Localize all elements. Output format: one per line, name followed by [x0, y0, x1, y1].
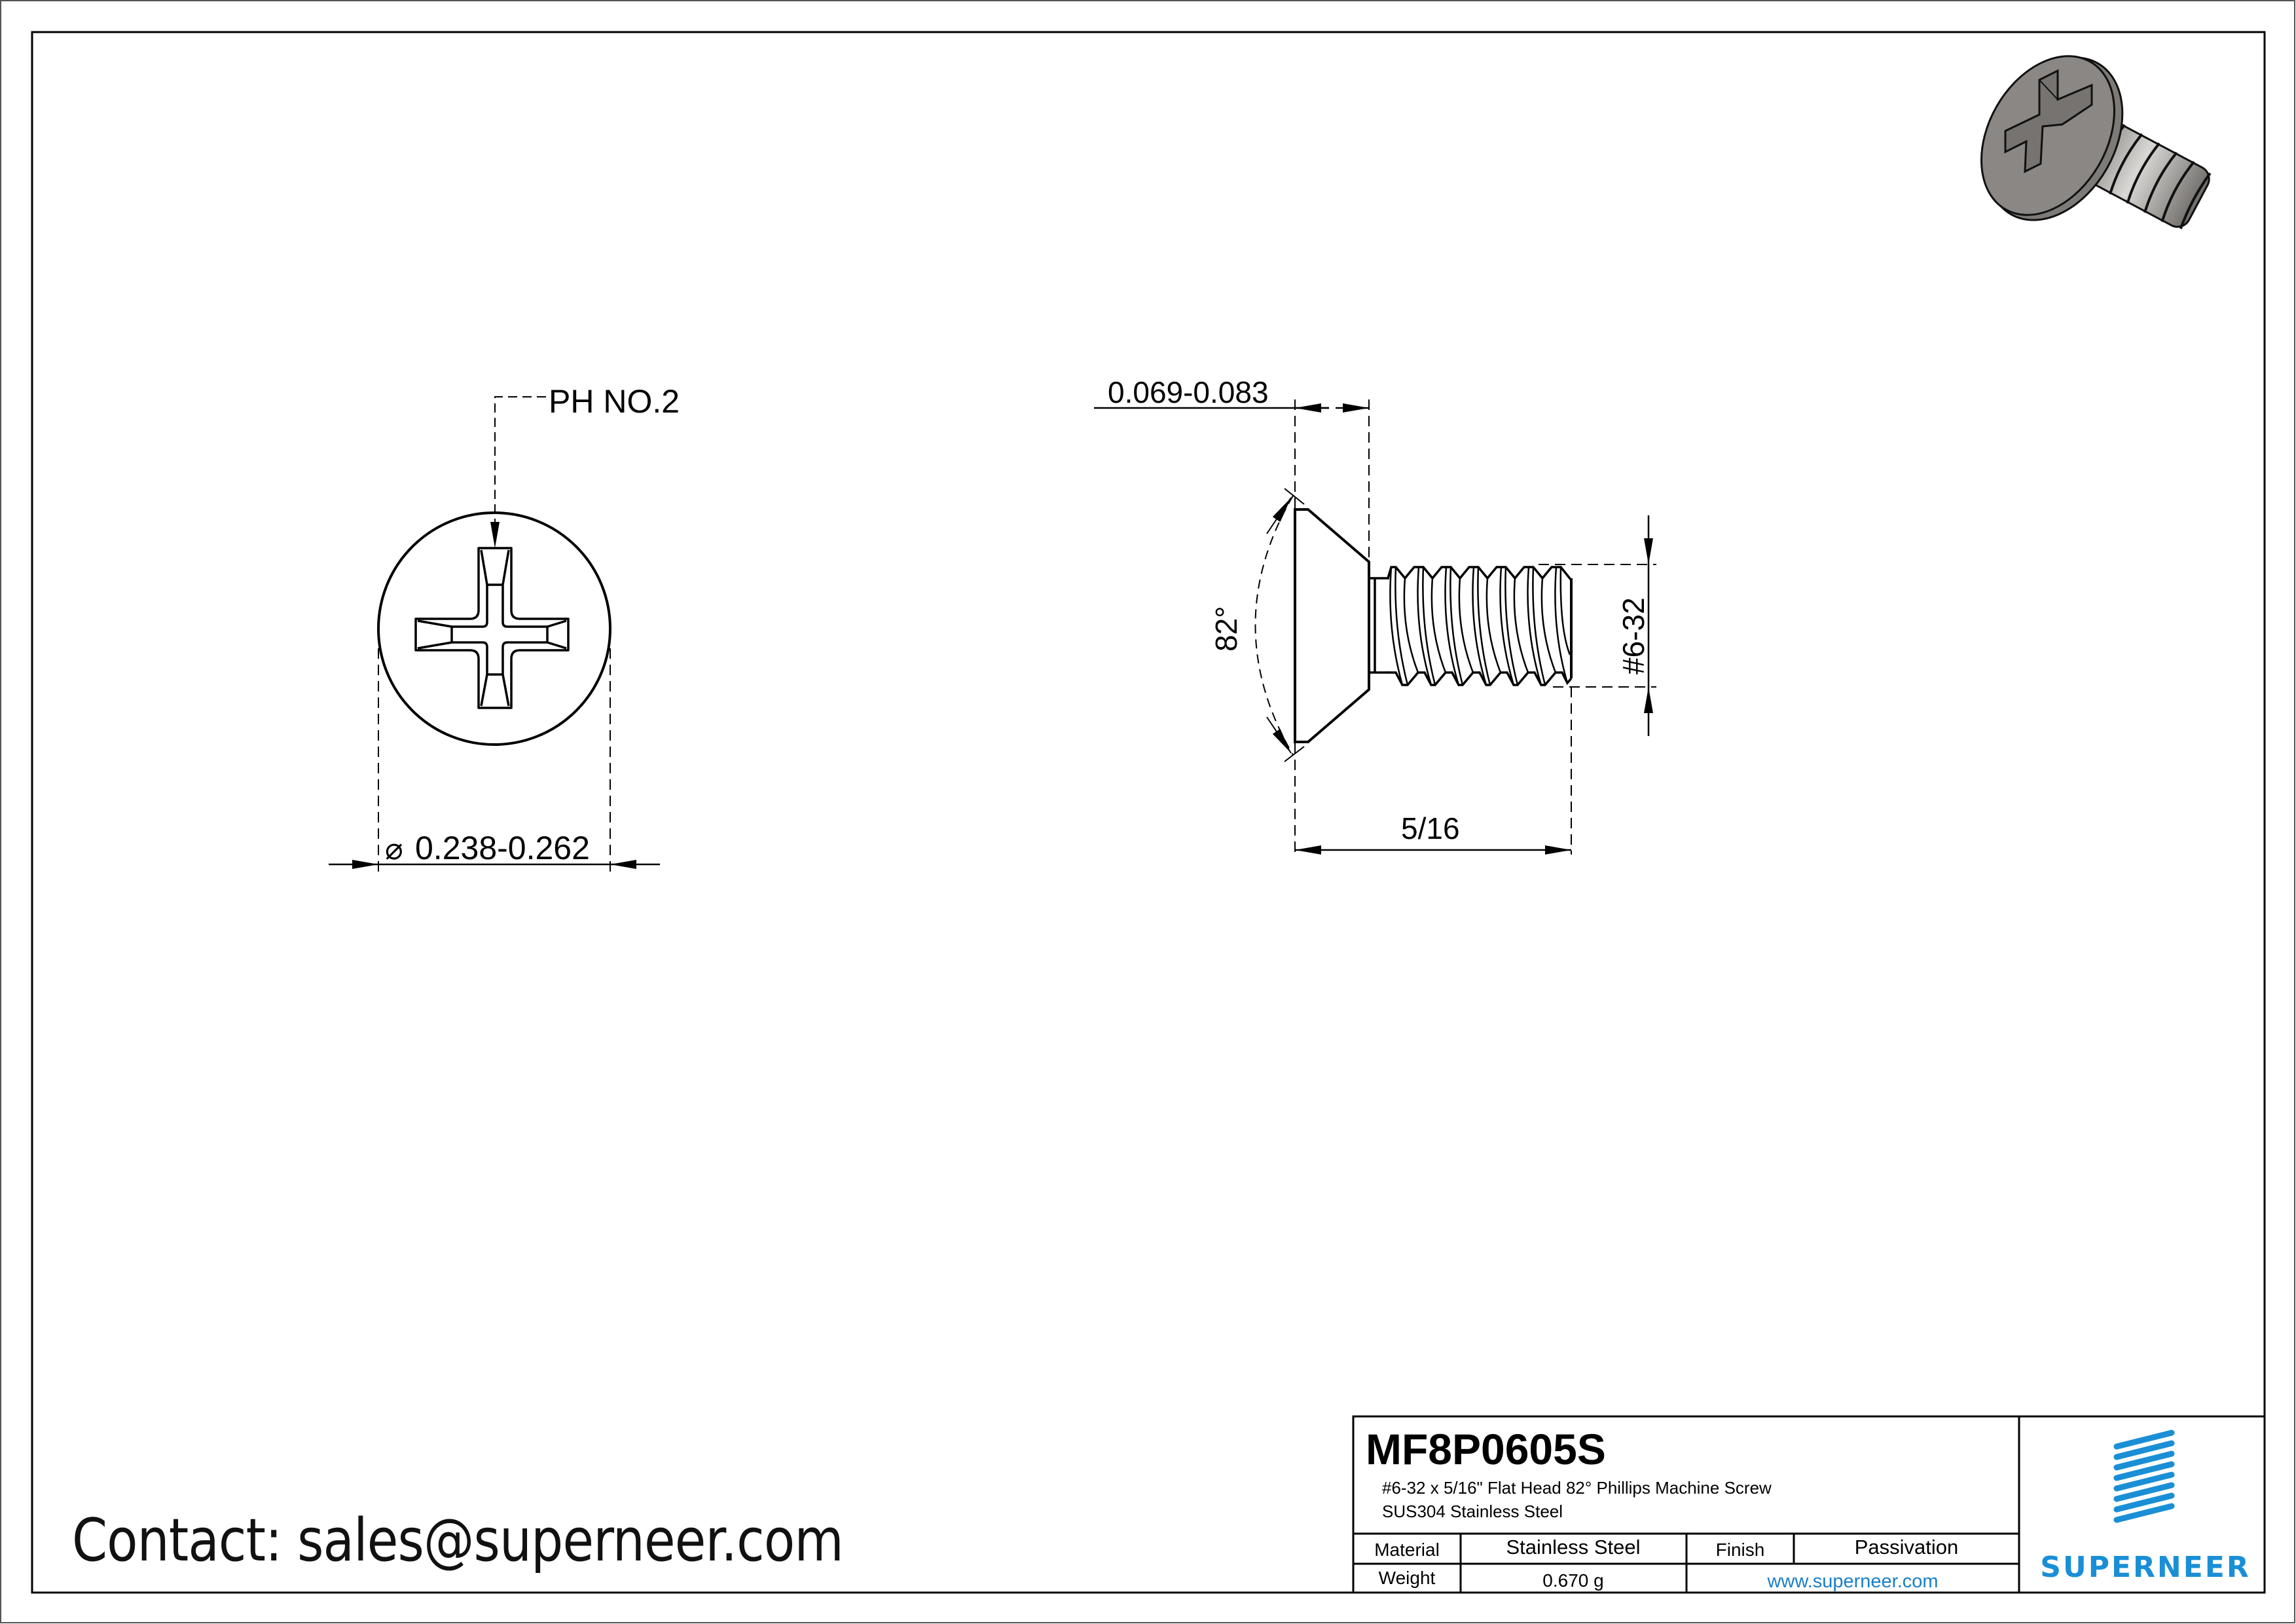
material-value: Stainless Steel	[1506, 1536, 1640, 1559]
diameter-symbol: ⌀	[385, 832, 403, 866]
contact-email: Contact: sales@superneer.com	[72, 1506, 844, 1575]
callout-leader	[490, 396, 546, 548]
phillips-callout-label: PH NO.2	[549, 383, 680, 420]
phillips-recess	[414, 547, 570, 709]
thread-profile-bottom	[1388, 671, 1573, 686]
angle-dimension-arc	[1254, 495, 1294, 756]
length-dimension-label: 5/16	[1401, 811, 1460, 845]
inner-border	[31, 31, 2266, 1594]
diameter-dimension-label: 0.238-0.262	[415, 830, 590, 866]
head-height-dimension-label: 0.069-0.083	[1108, 375, 1269, 409]
thread-profile-top	[1387, 566, 1573, 581]
website-link[interactable]: www.superneer.com	[1766, 1571, 1938, 1592]
angle-dimension-label: 82°	[1209, 606, 1243, 652]
superneer-logo-icon	[2113, 1430, 2175, 1523]
finish-value: Passivation	[1855, 1536, 1959, 1559]
part-number: MF8P0605S	[1366, 1425, 1606, 1473]
front-view	[329, 396, 660, 874]
thread-dimension-label: #6-32	[1616, 597, 1650, 674]
material-label: Material	[1374, 1540, 1440, 1560]
finish-label: Finish	[1716, 1540, 1765, 1560]
description-line-1: #6-32 x 5/16" Flat Head 82° Phillips Mac…	[1382, 1478, 1772, 1498]
iso-phillips-recess	[2004, 69, 2093, 174]
description-line-2: SUS304 Stainless Steel	[1382, 1502, 1563, 1521]
weight-label: Weight	[1379, 1568, 1436, 1588]
brand-wordmark: SUPERNEER	[2040, 1551, 2250, 1584]
title-block	[1352, 1415, 2266, 1594]
side-view	[1094, 399, 1656, 855]
countersunk-head	[1294, 508, 1370, 743]
screw-isometric-render	[1980, 55, 2212, 229]
weight-value: 0.670 g	[1542, 1570, 1603, 1591]
